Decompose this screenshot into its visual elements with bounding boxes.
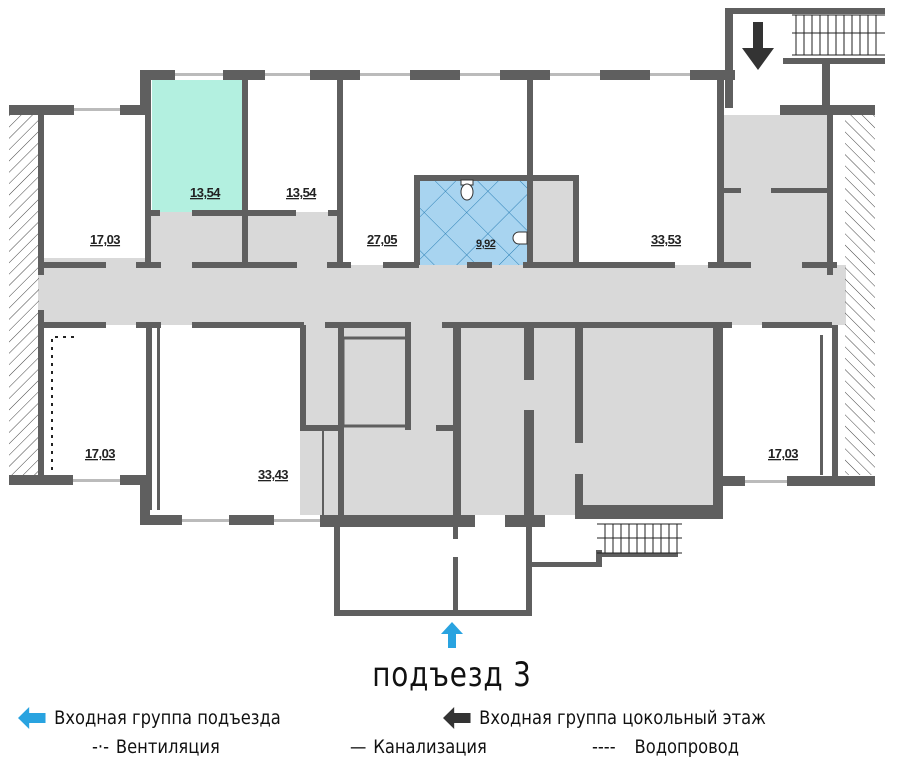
water-line-icon: ---- xyxy=(592,736,616,758)
sink-icon xyxy=(512,231,528,245)
staircase-bottom xyxy=(597,523,682,554)
basement-entrance-arrow-icon xyxy=(742,22,774,70)
legend-basement-entrance: Входная группа цокольный этаж xyxy=(443,707,766,729)
room-area-label: 17,03 xyxy=(768,446,798,461)
room-area-label: 17,03 xyxy=(90,232,120,247)
legend-label: Канализация xyxy=(373,736,487,758)
corridor-areas xyxy=(38,115,846,515)
entrance-arrow-icon xyxy=(441,622,463,648)
highlighted-room-fill xyxy=(152,80,242,212)
legend-label: Входная группа цокольный этаж xyxy=(479,707,766,729)
staircase-top xyxy=(792,14,885,56)
legend-label: Входная группа подъезда xyxy=(54,707,281,729)
room-area-label: 27,05 xyxy=(367,232,397,247)
entrance-title: подъезд 3 xyxy=(372,655,532,695)
legend-label: Водопровод xyxy=(634,736,740,758)
bathroom-fill xyxy=(419,180,529,265)
legend-water: ---- Водопровод xyxy=(592,736,739,758)
room-area-label: 9,92 xyxy=(476,238,496,250)
blue-arrow-icon xyxy=(18,707,46,729)
room-area-label: 33,43 xyxy=(258,467,288,482)
floor-plan: 17,03 13,54 13,54 27,05 9,92 33,53 17,03… xyxy=(9,8,885,648)
hatched-wall-left xyxy=(9,115,39,475)
hatched-wall-right xyxy=(845,115,875,475)
legend-entrance-group: Входная группа подъезда xyxy=(18,707,281,729)
room-area-label: 13,54 xyxy=(286,185,317,200)
room-area-label: 33,53 xyxy=(651,232,681,247)
ventilation-line-icon: -·- xyxy=(92,736,109,758)
legend-ventilation: -·- Вентиляция xyxy=(92,736,220,758)
water-pipe-line xyxy=(51,336,78,470)
black-arrow-icon xyxy=(443,707,471,729)
legend-sewage: — Канализация xyxy=(350,736,487,758)
room-area-label: 17,03 xyxy=(85,446,115,461)
room-area-label: 13,54 xyxy=(190,185,221,200)
legend-label: Вентиляция xyxy=(115,736,220,758)
sewage-line-icon: — xyxy=(350,736,367,758)
toilet-icon xyxy=(460,179,474,201)
walls xyxy=(9,8,885,616)
